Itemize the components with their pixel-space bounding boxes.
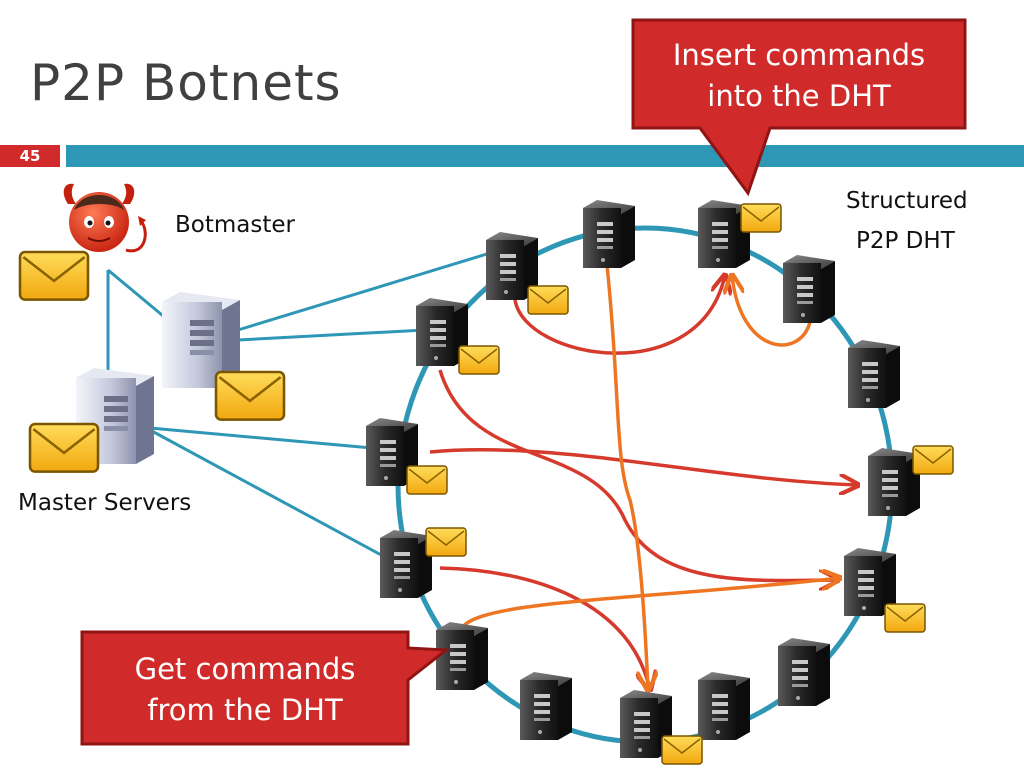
envelope-icon: [527, 285, 569, 315]
server-icon: [583, 200, 635, 268]
get-commands-callout: Get commands from the DHT: [86, 638, 404, 742]
envelope-icon: [661, 735, 703, 765]
get-callout-line1: Get commands: [134, 652, 356, 687]
envelope-icon: [406, 465, 448, 495]
devil-icon: [63, 183, 147, 253]
get-callout-line2: from the DHT: [147, 693, 343, 727]
server-icon: [520, 672, 572, 740]
insert-callout-line2: into the DHT: [707, 79, 891, 113]
envelope-icon: [740, 203, 782, 233]
dht-label-line2: P2P DHT: [856, 228, 955, 254]
server-icon: [778, 638, 830, 706]
server-icon: [868, 448, 920, 516]
envelope-icon: [18, 250, 90, 301]
server-icon: [848, 340, 900, 408]
envelope-icon: [214, 370, 286, 421]
envelope-icon: [884, 603, 926, 633]
envelope-icon: [912, 445, 954, 475]
insert-callout-line1: Insert commands: [672, 38, 926, 73]
master-servers-label: Master Servers: [18, 490, 192, 516]
botmaster-label: Botmaster: [175, 212, 295, 238]
slide-title: P2P Botnets: [30, 54, 342, 112]
title-rule: [66, 145, 1024, 167]
envelope-icon: [458, 345, 500, 375]
dht-nodes: [366, 200, 954, 765]
get-callout-shape: [80, 630, 451, 746]
server-icon: [436, 622, 488, 690]
envelope-icon: [28, 422, 100, 473]
insert-callout-shape: [631, 18, 967, 197]
envelope-icon: [425, 527, 467, 557]
slide-number: 45: [0, 145, 60, 167]
get-arrows: [460, 264, 840, 690]
insert-commands-callout: Insert commands into the DHT: [636, 26, 962, 126]
server-icon: [380, 530, 432, 598]
server-icon: [783, 255, 835, 323]
server-icon: [698, 672, 750, 740]
dht-label-line1: Structured: [846, 188, 968, 214]
